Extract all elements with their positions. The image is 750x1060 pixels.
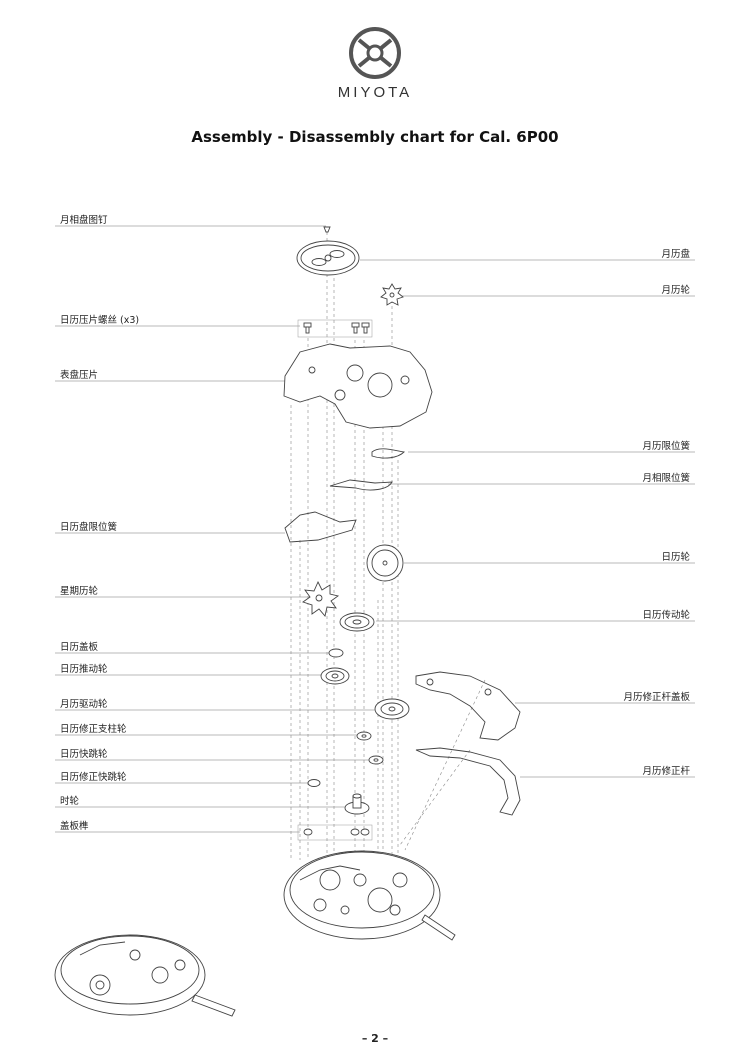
label-date-transmission-wheel: 日历传动轮	[642, 610, 690, 621]
page-number: – 2 –	[361, 1032, 389, 1045]
miyota-logo-icon	[349, 27, 401, 79]
label-moon-correction-lever: 月历修正杆	[642, 766, 690, 777]
label-dial-plate: 表盘压片	[60, 370, 99, 381]
page-title: Assembly - Disassembly chart for Cal. 6P…	[191, 128, 559, 146]
label-moon-disc: 月历盘	[661, 249, 690, 260]
label-weekday-wheel: 星期历轮	[60, 586, 99, 597]
label-date-pushing-wheel: 日历推动轮	[60, 664, 108, 675]
brand-name: MIYOTA	[337, 84, 413, 101]
label-moon-wheel: 月历轮	[661, 285, 690, 296]
label-moon-drive-wheel: 月历驱动轮	[60, 699, 108, 710]
label-date-quick-jump-wheel: 日历快跳轮	[60, 749, 108, 760]
label-date-wheel: 日历轮	[661, 552, 690, 563]
label-moon-correction-lever-cover: 月历修正杆盖板	[623, 692, 690, 703]
label-date-correction-quick-jump-wheel: 日历修正快跳轮	[60, 772, 127, 783]
label-moon-phase-pin: 月相盘图钉	[60, 215, 108, 226]
label-moon-phase-limit-spring: 月相限位簧	[642, 473, 690, 484]
label-hour-wheel: 时轮	[60, 796, 80, 807]
label-date-cover-plate: 日历盖板	[60, 642, 99, 653]
label-cover-plate-pin: 盖板榫	[60, 821, 89, 832]
label-date-dial-limit-spring: 日历盘限位簧	[60, 522, 118, 533]
label-date-correction-column-wheel: 日历修正支柱轮	[60, 724, 127, 735]
label-date-plate-screws: 日历压片螺丝 (x3)	[60, 315, 140, 326]
label-moon-limit-spring: 月历限位簧	[642, 441, 690, 452]
